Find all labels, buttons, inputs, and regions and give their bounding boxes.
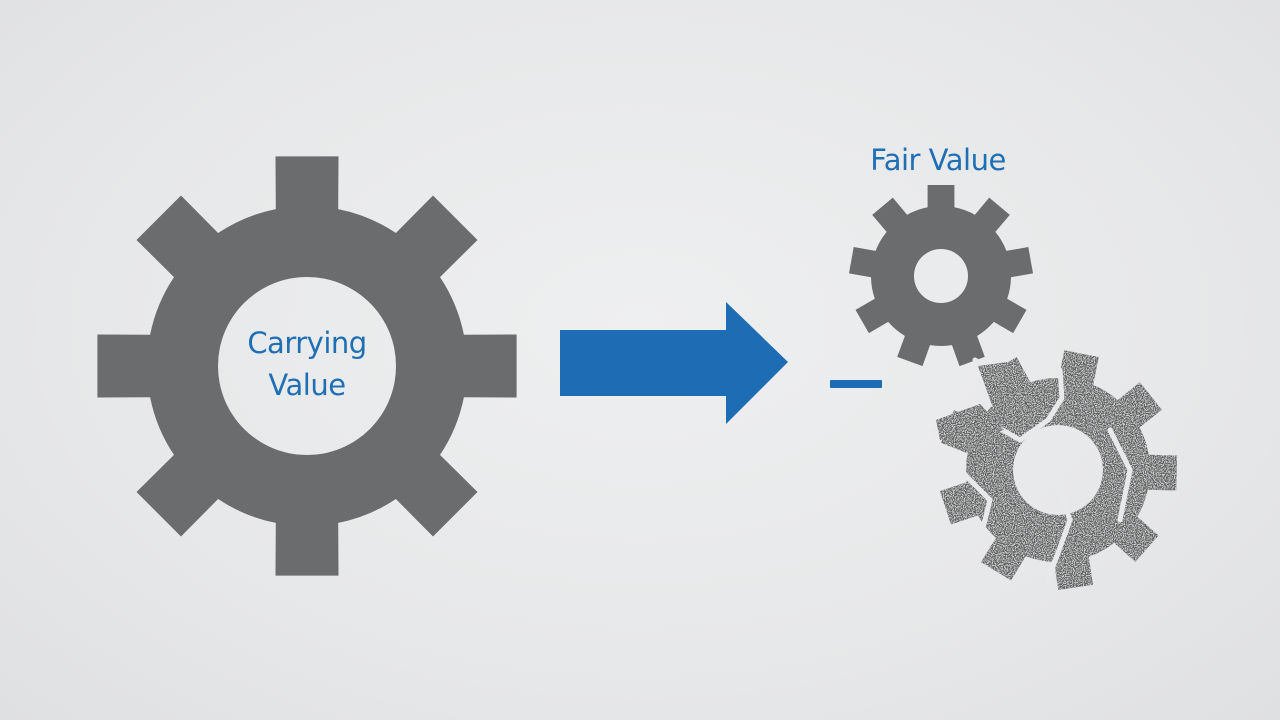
carrying-value-line1: Carrying [247,326,367,360]
fair-value-label: Fair Value [870,143,1006,177]
small-gear-icon [849,185,1033,367]
carrying-value-label: Carrying Value [207,322,407,406]
carrying-value-line2: Value [268,368,346,402]
right-arrow-icon [560,302,788,424]
minus-icon [830,380,882,388]
large-gear-icon [97,156,517,576]
broken-gear-icon [932,350,1178,590]
